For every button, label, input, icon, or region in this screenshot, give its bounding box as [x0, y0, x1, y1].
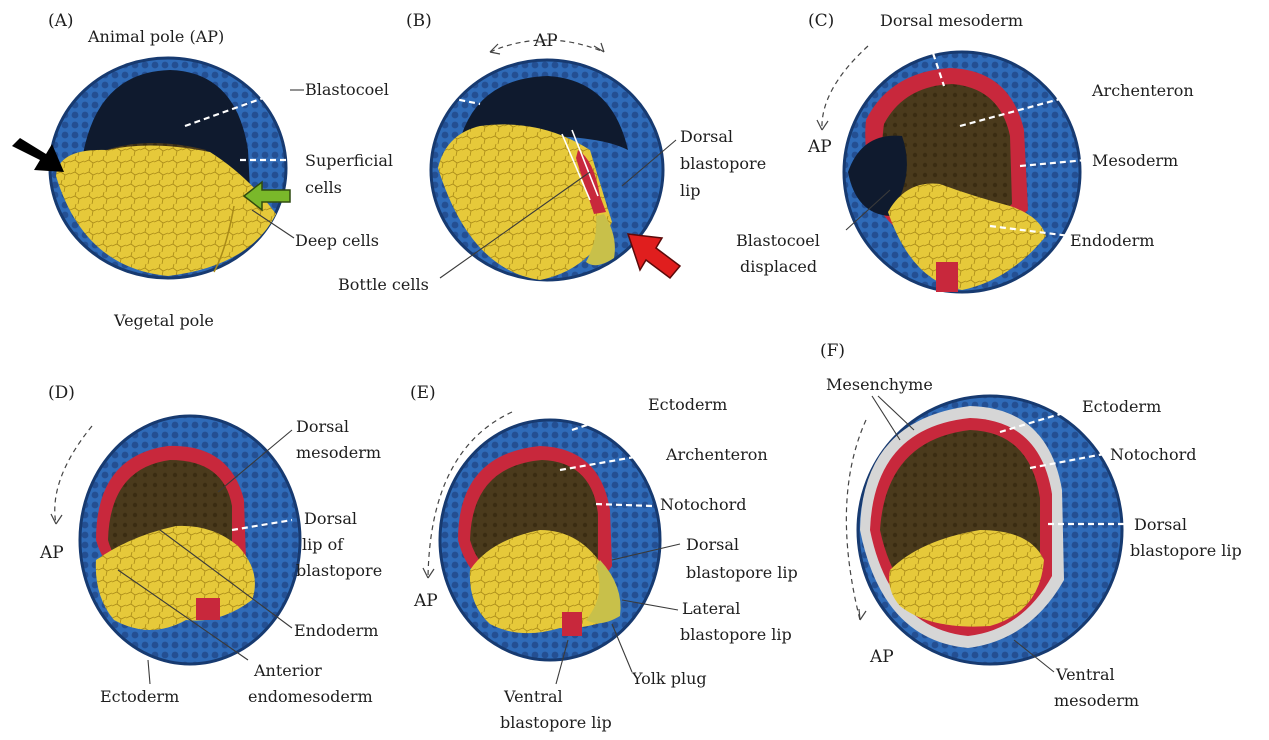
dorsal-lip-f-2: blastopore lip: [1130, 541, 1242, 560]
ap-label-b: AP: [533, 31, 558, 51]
archenteron-label-e: Archenteron: [665, 445, 768, 464]
ap-label-c: AP: [807, 137, 832, 157]
deep-cells-label: Deep cells: [295, 231, 379, 250]
lateral-lip-e-2: blastopore lip: [680, 625, 792, 644]
ventral-lip-e: [562, 612, 582, 636]
panel-a: (A) Animal pole (AP) Blastocoel Superfic…: [12, 11, 393, 330]
ectoderm-label-e: Ectoderm: [648, 395, 727, 414]
ap-arc-f-head: [859, 609, 866, 620]
dorsal-lip-e-2: blastopore lip: [686, 563, 798, 582]
panel-d-letter: (D): [48, 383, 75, 403]
embryo-d: [80, 416, 300, 664]
panel-c-letter: (C): [808, 11, 834, 31]
dorsal-lip-f-1: Dorsal: [1134, 515, 1187, 534]
ap-label-d: AP: [39, 543, 64, 563]
blastocoel-c-2: displaced: [740, 257, 817, 276]
ectoderm-label-d: Ectoderm: [100, 687, 179, 706]
anterior-d-1: Anterior: [253, 661, 322, 680]
ap-arc-b-head-left: [490, 44, 500, 54]
ap-label-f: AP: [869, 647, 894, 667]
endoderm-label-d: Endoderm: [294, 621, 378, 640]
panel-e: (E) AP Ectoderm Archenteron Notochord Do…: [410, 383, 798, 732]
dorsal-lip-d-3: blastopore: [296, 561, 382, 580]
panel-f: (F) Mesenchyme AP Ectoderm Notochord Dor…: [820, 341, 1242, 710]
ventral-lip-d: [196, 598, 220, 620]
ap-arc-d-head: [51, 514, 62, 524]
ventral-lip-e-1: Ventral: [503, 687, 563, 706]
red-arrow: [628, 234, 680, 278]
ventral-mesoderm-f-1: Ventral: [1055, 665, 1115, 684]
blastocoel-c-1: Blastocoel: [736, 231, 820, 250]
dorsal-mesoderm-d-2: mesoderm: [296, 443, 381, 462]
ectoderm-leader-e: [572, 406, 644, 430]
superficial-label-1: Superficial: [305, 151, 393, 170]
dorsal-mesoderm-d-1: Dorsal: [296, 417, 349, 436]
dorsal-mesoderm-label-c: Dorsal mesoderm: [880, 11, 1023, 30]
ventral-lip-c: [936, 262, 958, 292]
animal-pole-label: Animal pole (AP): [87, 27, 224, 46]
embryo-a: [50, 58, 298, 278]
endoderm-label-c: Endoderm: [1070, 231, 1154, 250]
yolk-plug-label-e: Yolk plug: [631, 669, 707, 688]
yolk-mass: [438, 124, 612, 280]
embryo-b: [420, 60, 663, 280]
dorsal-lip-d-1: Dorsal: [304, 509, 357, 528]
notochord-label-e: Notochord: [660, 495, 746, 514]
dorsal-lip-b-2: blastopore: [680, 154, 766, 173]
panel-d: (D) AP Dorsal mesoderm Dorsal lip of bla…: [39, 383, 382, 706]
panel-b-letter: (B): [406, 11, 432, 31]
archenteron-label-c: Archenteron: [1091, 81, 1194, 100]
anterior-d-2: endomesoderm: [248, 687, 373, 706]
panel-c: (C) Dorsal mesoderm AP Archenteron Mesod…: [736, 11, 1194, 292]
mesenchyme-leader-f-1: [872, 396, 900, 440]
embryo-e: [440, 406, 660, 660]
bottle-cells-label: Bottle cells: [338, 275, 429, 294]
mesoderm-label-c: Mesoderm: [1092, 151, 1178, 170]
ectoderm-label-f: Ectoderm: [1082, 397, 1161, 416]
panel-a-letter: (A): [48, 11, 74, 31]
panel-e-letter: (E): [410, 383, 436, 403]
vegetal-pole-label: Vegetal pole: [113, 311, 214, 330]
panel-f-letter: (F): [820, 341, 845, 361]
mesenchyme-label-f: Mesenchyme: [826, 375, 933, 394]
lateral-lip-e-1: Lateral: [682, 599, 740, 618]
embryo-c: [844, 44, 1086, 292]
ventral-mesoderm-f-2: mesoderm: [1054, 691, 1139, 710]
blastocoel-label-a: Blastocoel: [305, 80, 389, 99]
dorsal-lip-b-1: Dorsal: [680, 127, 733, 146]
dorsal-lip-e-1: Dorsal: [686, 535, 739, 554]
dorsal-lip-d-2: lip of: [302, 535, 344, 554]
ectoderm-leader-d: [148, 660, 150, 684]
ap-label-e: AP: [413, 591, 438, 611]
superficial-label-2: cells: [305, 178, 342, 197]
embryo-f: [858, 396, 1128, 664]
ventral-lip-e-2: blastopore lip: [500, 713, 612, 732]
dorsal-lip-b-3: lip: [680, 181, 700, 200]
notochord-label-f: Notochord: [1110, 445, 1196, 464]
panel-b: (B) AP Dorsal blastopore lip Bottle cell…: [338, 11, 766, 294]
